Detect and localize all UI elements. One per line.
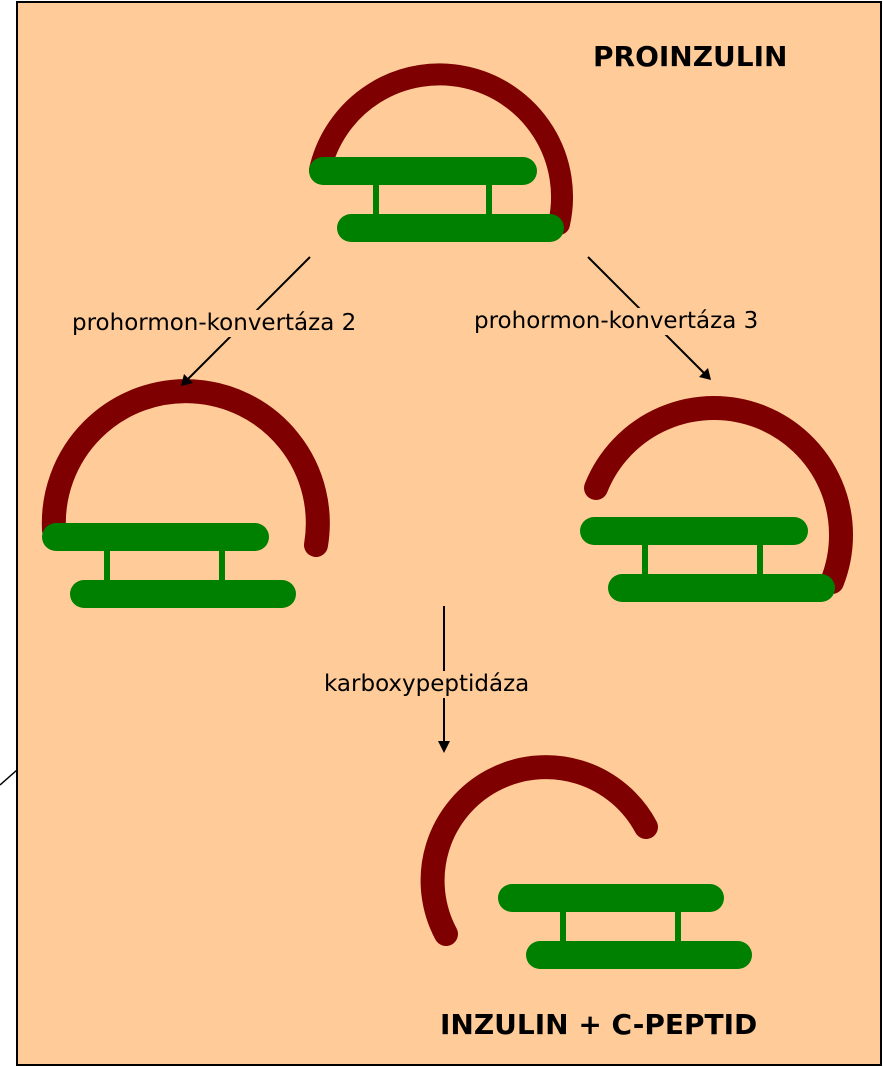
frame-line bbox=[0, 769, 18, 786]
free-c-peptide bbox=[420, 755, 658, 946]
enzyme-label-right: prohormon-konvertáza 3 bbox=[470, 308, 763, 335]
split-proinsulin-right bbox=[580, 396, 854, 602]
insulin-and-c-peptide bbox=[420, 755, 752, 969]
enzyme-label-bottom: karboxypeptidáza bbox=[320, 671, 534, 698]
insulin-c-peptide-title: INZULIN + C-PEPTID bbox=[440, 1008, 758, 1041]
proinsulin-title: PROINZULIN bbox=[593, 40, 788, 73]
proinsulin-molecule bbox=[309, 63, 574, 242]
c-peptide-loop bbox=[309, 63, 574, 235]
split-proinsulin-left bbox=[41, 379, 330, 608]
c-peptide-loop bbox=[584, 396, 854, 594]
c-peptide-loop bbox=[41, 379, 330, 557]
enzyme-label-left: prohormon-konvertáza 2 bbox=[68, 310, 361, 337]
